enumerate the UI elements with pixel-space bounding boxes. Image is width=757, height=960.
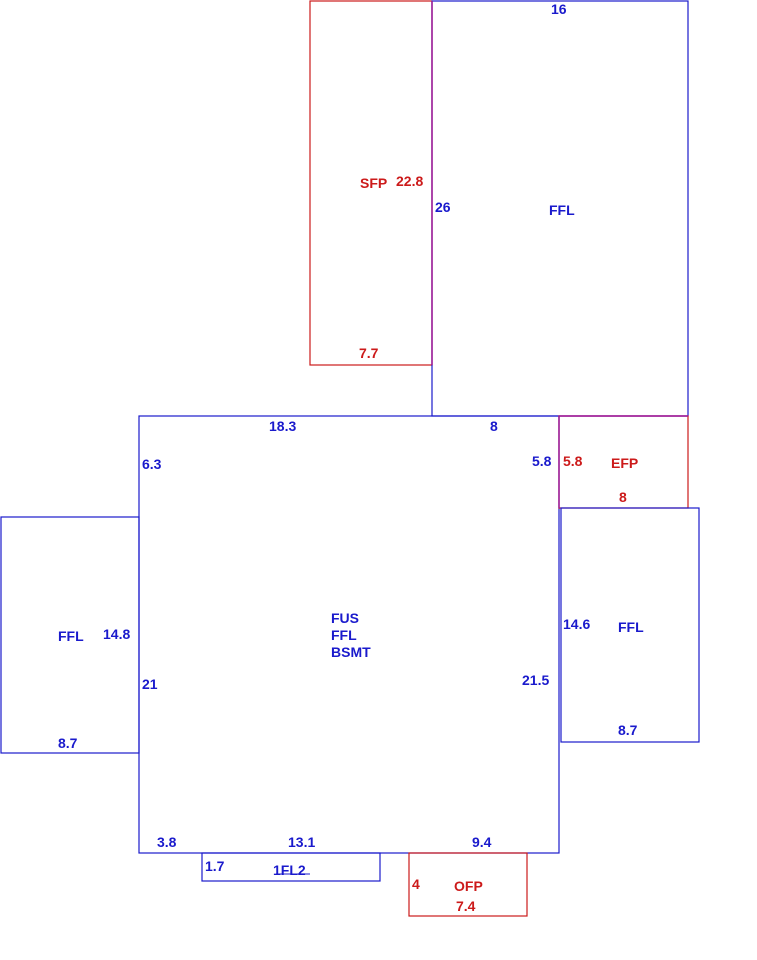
dim-main-bottom-mid: 13.1 (288, 834, 315, 850)
dim-main-right-upper: 5.8 (532, 453, 552, 469)
dim-main-bottom-right: 9.4 (472, 834, 492, 850)
dim-main-left-lower: 21 (142, 676, 158, 692)
ofp-outline (408, 852, 528, 917)
dim-main-top-left: 18.3 (269, 418, 296, 434)
upper-ffl-label: FFL (549, 202, 575, 218)
main-label-3: BSMT (331, 644, 371, 660)
strip-outline (201, 852, 381, 882)
dim-efp-bottom: 8 (619, 489, 627, 505)
strip-label: 1FL2 (273, 862, 306, 878)
dim-left-wing-bottom: 8.7 (58, 735, 78, 751)
dim-main-top-right: 8 (490, 418, 498, 434)
dim-ofp-side: 4 (412, 876, 420, 892)
efp-label: EFP (611, 455, 638, 471)
ofp-label: OFP (454, 878, 483, 894)
right-ffl-outline (560, 507, 700, 743)
dim-efp-side: 5.8 (563, 453, 583, 469)
sfp-label: SFP (360, 175, 387, 191)
dim-main-bottom-left: 3.8 (157, 834, 177, 850)
dim-upper-side: 26 (435, 199, 451, 215)
dim-ofp-bottom: 7.4 (456, 898, 476, 914)
left-ffl-outline (0, 516, 140, 754)
main-label-2: FFL (331, 627, 357, 643)
right-ffl-label: FFL (618, 619, 644, 635)
dim-right-wing-side: 14.6 (563, 616, 590, 632)
dim-upper-top: 16 (551, 1, 567, 17)
dim-right-wing-bottom: 8.7 (618, 722, 638, 738)
dim-left-wing-side: 14.8 (103, 626, 130, 642)
dim-main-left-upper: 6.3 (142, 456, 162, 472)
dim-sfp-bottom: 7.7 (359, 345, 379, 361)
dim-main-right-lower: 21.5 (522, 672, 549, 688)
left-ffl-label: FFL (58, 628, 84, 644)
dim-strip-side: 1.7 (205, 858, 225, 874)
main-label-1: FUS (331, 610, 359, 626)
dim-sfp-side: 22.8 (396, 173, 423, 189)
